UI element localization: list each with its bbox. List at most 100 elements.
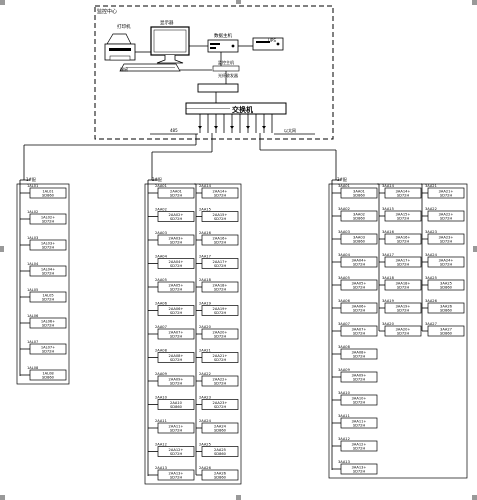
device-id: 3AA26: [425, 299, 438, 303]
group-label: 2#配: [152, 177, 162, 182]
host-sub-label: 监控主机: [218, 59, 234, 65]
device-line1: 3AA03: [353, 235, 365, 239]
group-frame: [328, 183, 468, 479]
device-line2: SD72H: [170, 241, 183, 245]
device-line2: SD72H: [353, 447, 366, 451]
bus-lines: [23, 133, 337, 180]
device-id: 2AA18: [199, 278, 212, 282]
device-line2: SD72H: [170, 288, 183, 292]
device-line1: 3AA04+: [352, 258, 367, 262]
device-id: 2AA17: [199, 255, 211, 259]
device-line2: SD72H: [353, 470, 366, 474]
device-id: 2AA19: [199, 302, 212, 306]
device-line2: SD860: [353, 240, 366, 244]
device-id: 3AA23: [425, 230, 437, 234]
device-line2: SD72H: [397, 286, 410, 290]
device-line1: 2AA07+: [169, 330, 184, 334]
device-line1: 3AA23+: [439, 235, 454, 239]
device-line2: SD860: [440, 309, 453, 313]
device-group-1: 1#配1AL011AL01SD8601AL021AL02+SD72H1AL031…: [16, 177, 70, 385]
device-line1: 2AA09+: [169, 377, 184, 381]
group-label: 1#配: [26, 177, 36, 182]
device-id: 2AA03: [155, 231, 167, 235]
device-line2: SD860: [440, 332, 453, 336]
device-line2: SD72H: [440, 194, 453, 198]
device-id: 2AA09: [155, 372, 168, 376]
device-id: 3AA16: [382, 230, 395, 234]
device-id: 3AA07: [338, 322, 350, 326]
device-line2: SD72H: [42, 298, 55, 302]
device-id: 1AL06: [27, 314, 39, 318]
device-line1: 2AA11+: [169, 424, 184, 428]
device-line2: SD72H: [42, 220, 55, 224]
device-line1: 3AA17+: [396, 258, 411, 262]
device-line1: 3AA16+: [396, 235, 411, 239]
device-line1: 2AA17+: [213, 260, 228, 264]
device-group-2: 2#配2AA012AA01SD72H2AA022AA02+SD72H2AA032…: [144, 177, 242, 485]
device-id: 2AA01: [155, 184, 167, 188]
device-id: 3AA01: [338, 184, 350, 188]
printer-icon: [104, 33, 136, 61]
device-id: 1AL04: [27, 262, 39, 266]
device-line2: SD72H: [353, 401, 366, 405]
device-line2: SD72H: [397, 332, 410, 336]
device-line1: 3AA15+: [396, 212, 411, 216]
device-line1: 2AA02+: [169, 213, 184, 217]
switch-icon: [185, 102, 287, 115]
device-id: 2AA24: [199, 419, 212, 423]
data-host-icon: [207, 39, 239, 53]
device-groups: 1#配1AL011AL01SD8601AL021AL02+SD72H1AL031…: [16, 177, 468, 485]
device-id: 1AL03: [27, 236, 38, 240]
device-id: 3AA18: [382, 276, 395, 280]
device-line2: SD72H: [170, 335, 183, 339]
device-id: 2AA26: [199, 466, 212, 470]
device-line2: SD72H: [440, 240, 453, 244]
device-line2: SD72H: [353, 286, 366, 290]
device-line1: 3AA10+: [352, 396, 367, 400]
printer-label: 打印机: [117, 23, 131, 30]
switch-label: 交换机: [232, 105, 253, 114]
device-id: 3AA05: [338, 276, 350, 280]
device-line1: 3AA27: [440, 327, 452, 331]
device-id: 3AA15: [382, 207, 394, 211]
device-line2: SD72H: [214, 217, 227, 221]
device-line2: SD72H: [170, 194, 183, 198]
device-line2: SD860: [214, 429, 227, 433]
device-id: 2AA22: [199, 372, 211, 376]
device-line1: 2AA04+: [169, 260, 184, 264]
device-id: 3AA11: [338, 414, 350, 418]
device-line2: SD72H: [214, 288, 227, 292]
device-line1: 3AA21+: [439, 189, 454, 193]
device-group-3: 3#配3AA013AA01SD8603AA023AA02SD8603AA033A…: [328, 177, 468, 479]
device-line1: 1AL03+: [41, 241, 55, 245]
device-line1: 3AA24+: [439, 258, 454, 262]
device-line2: SD72H: [214, 405, 227, 409]
device-line2: SD72H: [397, 263, 410, 267]
device-line1: 2AA22+: [213, 377, 228, 381]
device-line1: 3AA01: [353, 189, 365, 193]
device-line2: SD72H: [170, 358, 183, 362]
device-id: 3AA24: [425, 253, 438, 257]
device-line2: SD72H: [170, 452, 183, 456]
device-id: 2AA07: [155, 325, 167, 329]
